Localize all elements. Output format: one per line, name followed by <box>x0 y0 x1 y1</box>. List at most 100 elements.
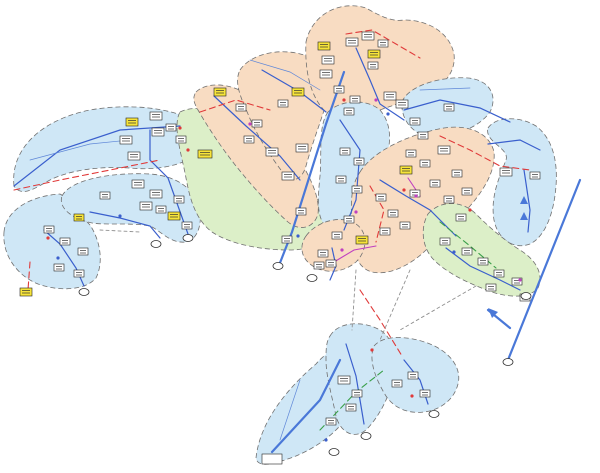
node-label-box[interactable] <box>313 261 325 270</box>
node-label-box[interactable] <box>325 259 337 268</box>
switch-marker[interactable] <box>296 234 300 238</box>
node-label-box[interactable] <box>99 191 111 200</box>
node-label-box[interactable] <box>43 225 55 234</box>
node-label-box[interactable] <box>391 379 403 388</box>
node-label-box[interactable] <box>19 287 33 297</box>
node-label-box[interactable] <box>417 131 429 140</box>
node-label-box[interactable] <box>343 215 355 224</box>
node-label-box[interactable] <box>167 211 181 221</box>
switch-marker[interactable] <box>410 394 414 398</box>
station-circle-icon[interactable] <box>520 292 532 300</box>
switch-marker[interactable] <box>46 236 50 240</box>
station-circle-icon[interactable] <box>360 432 372 440</box>
node-label-box[interactable] <box>343 107 355 116</box>
node-label-box[interactable] <box>73 269 85 278</box>
switch-marker[interactable] <box>118 214 122 218</box>
node-label-box[interactable] <box>331 231 343 240</box>
node-label-box[interactable] <box>379 227 391 236</box>
node-label-box[interactable] <box>367 49 381 59</box>
node-label-box[interactable] <box>493 269 505 278</box>
node-label-box[interactable] <box>439 237 451 246</box>
switch-marker[interactable] <box>468 208 472 212</box>
node-label-box[interactable] <box>499 167 513 177</box>
node-label-box[interactable] <box>325 417 337 426</box>
node-label-box[interactable] <box>119 135 133 145</box>
node-label-box[interactable] <box>53 263 65 272</box>
node-label-box[interactable] <box>317 41 331 51</box>
node-label-box[interactable] <box>461 247 473 256</box>
node-label-box[interactable] <box>511 277 523 286</box>
node-label-box[interactable] <box>339 147 351 156</box>
switch-marker[interactable] <box>248 122 252 126</box>
node-label-box[interactable] <box>149 189 163 199</box>
node-label-box[interactable] <box>345 403 357 412</box>
station-circle-icon[interactable] <box>272 262 284 270</box>
node-label-box[interactable] <box>251 119 263 128</box>
switch-marker[interactable] <box>386 112 390 116</box>
switch-marker[interactable] <box>402 188 406 192</box>
node-label-box[interactable] <box>175 135 187 144</box>
switch-marker[interactable] <box>340 248 344 252</box>
node-label-box[interactable] <box>155 205 167 214</box>
switch-marker[interactable] <box>56 256 60 260</box>
node-label-box[interactable] <box>173 195 185 204</box>
station-circle-icon[interactable] <box>78 288 90 296</box>
node-label-box[interactable] <box>419 389 431 398</box>
node-label-box[interactable] <box>265 147 279 157</box>
node-label-box[interactable] <box>383 91 397 101</box>
node-label-box[interactable] <box>165 123 177 132</box>
station-circle-icon[interactable] <box>428 410 440 418</box>
station-circle-icon[interactable] <box>502 358 514 366</box>
switch-marker[interactable] <box>414 194 418 198</box>
node-label-box[interactable] <box>451 169 463 178</box>
switch-marker[interactable] <box>374 98 378 102</box>
node-label-box[interactable] <box>235 103 247 112</box>
node-label-box[interactable] <box>139 201 153 211</box>
node-label-box[interactable] <box>243 135 255 144</box>
node-label-box[interactable] <box>149 111 163 121</box>
switch-marker[interactable] <box>354 210 358 214</box>
station-circle-icon[interactable] <box>182 234 194 242</box>
node-label-box[interactable] <box>387 209 399 218</box>
node-label-box[interactable] <box>443 195 455 204</box>
node-label-box[interactable] <box>455 213 467 222</box>
station-box[interactable] <box>261 453 283 465</box>
station-circle-icon[interactable] <box>150 240 162 248</box>
node-label-box[interactable] <box>529 171 541 180</box>
node-label-box[interactable] <box>437 145 451 155</box>
switch-marker[interactable] <box>324 438 328 442</box>
node-label-box[interactable] <box>353 157 365 166</box>
node-label-box[interactable] <box>131 179 145 189</box>
node-label-box[interactable] <box>377 39 389 48</box>
node-label-box[interactable] <box>73 213 85 222</box>
node-label-box[interactable] <box>295 207 307 216</box>
node-label-box[interactable] <box>291 87 305 97</box>
node-label-box[interactable] <box>361 31 375 41</box>
node-label-box[interactable] <box>395 99 409 109</box>
node-label-box[interactable] <box>321 55 335 65</box>
node-label-box[interactable] <box>399 221 411 230</box>
switch-marker[interactable] <box>370 348 374 352</box>
node-label-box[interactable] <box>337 375 351 385</box>
node-label-box[interactable] <box>477 257 489 266</box>
node-label-box[interactable] <box>429 179 441 188</box>
node-label-box[interactable] <box>213 87 227 97</box>
node-label-box[interactable] <box>317 249 329 258</box>
node-label-box[interactable] <box>351 185 363 194</box>
node-label-box[interactable] <box>419 159 431 168</box>
node-label-box[interactable] <box>277 99 289 108</box>
node-label-box[interactable] <box>399 165 413 175</box>
node-label-box[interactable] <box>461 187 473 196</box>
node-label-box[interactable] <box>405 149 417 158</box>
node-label-box[interactable] <box>125 117 139 127</box>
node-label-box[interactable] <box>181 221 193 230</box>
node-label-box[interactable] <box>281 171 295 181</box>
node-label-box[interactable] <box>407 371 419 380</box>
node-label-box[interactable] <box>127 151 141 161</box>
node-label-box[interactable] <box>335 175 347 184</box>
switch-marker[interactable] <box>342 98 346 102</box>
node-label-box[interactable] <box>281 235 293 244</box>
station-circle-icon[interactable] <box>306 274 318 282</box>
node-label-box[interactable] <box>367 61 379 70</box>
node-label-box[interactable] <box>345 37 359 47</box>
